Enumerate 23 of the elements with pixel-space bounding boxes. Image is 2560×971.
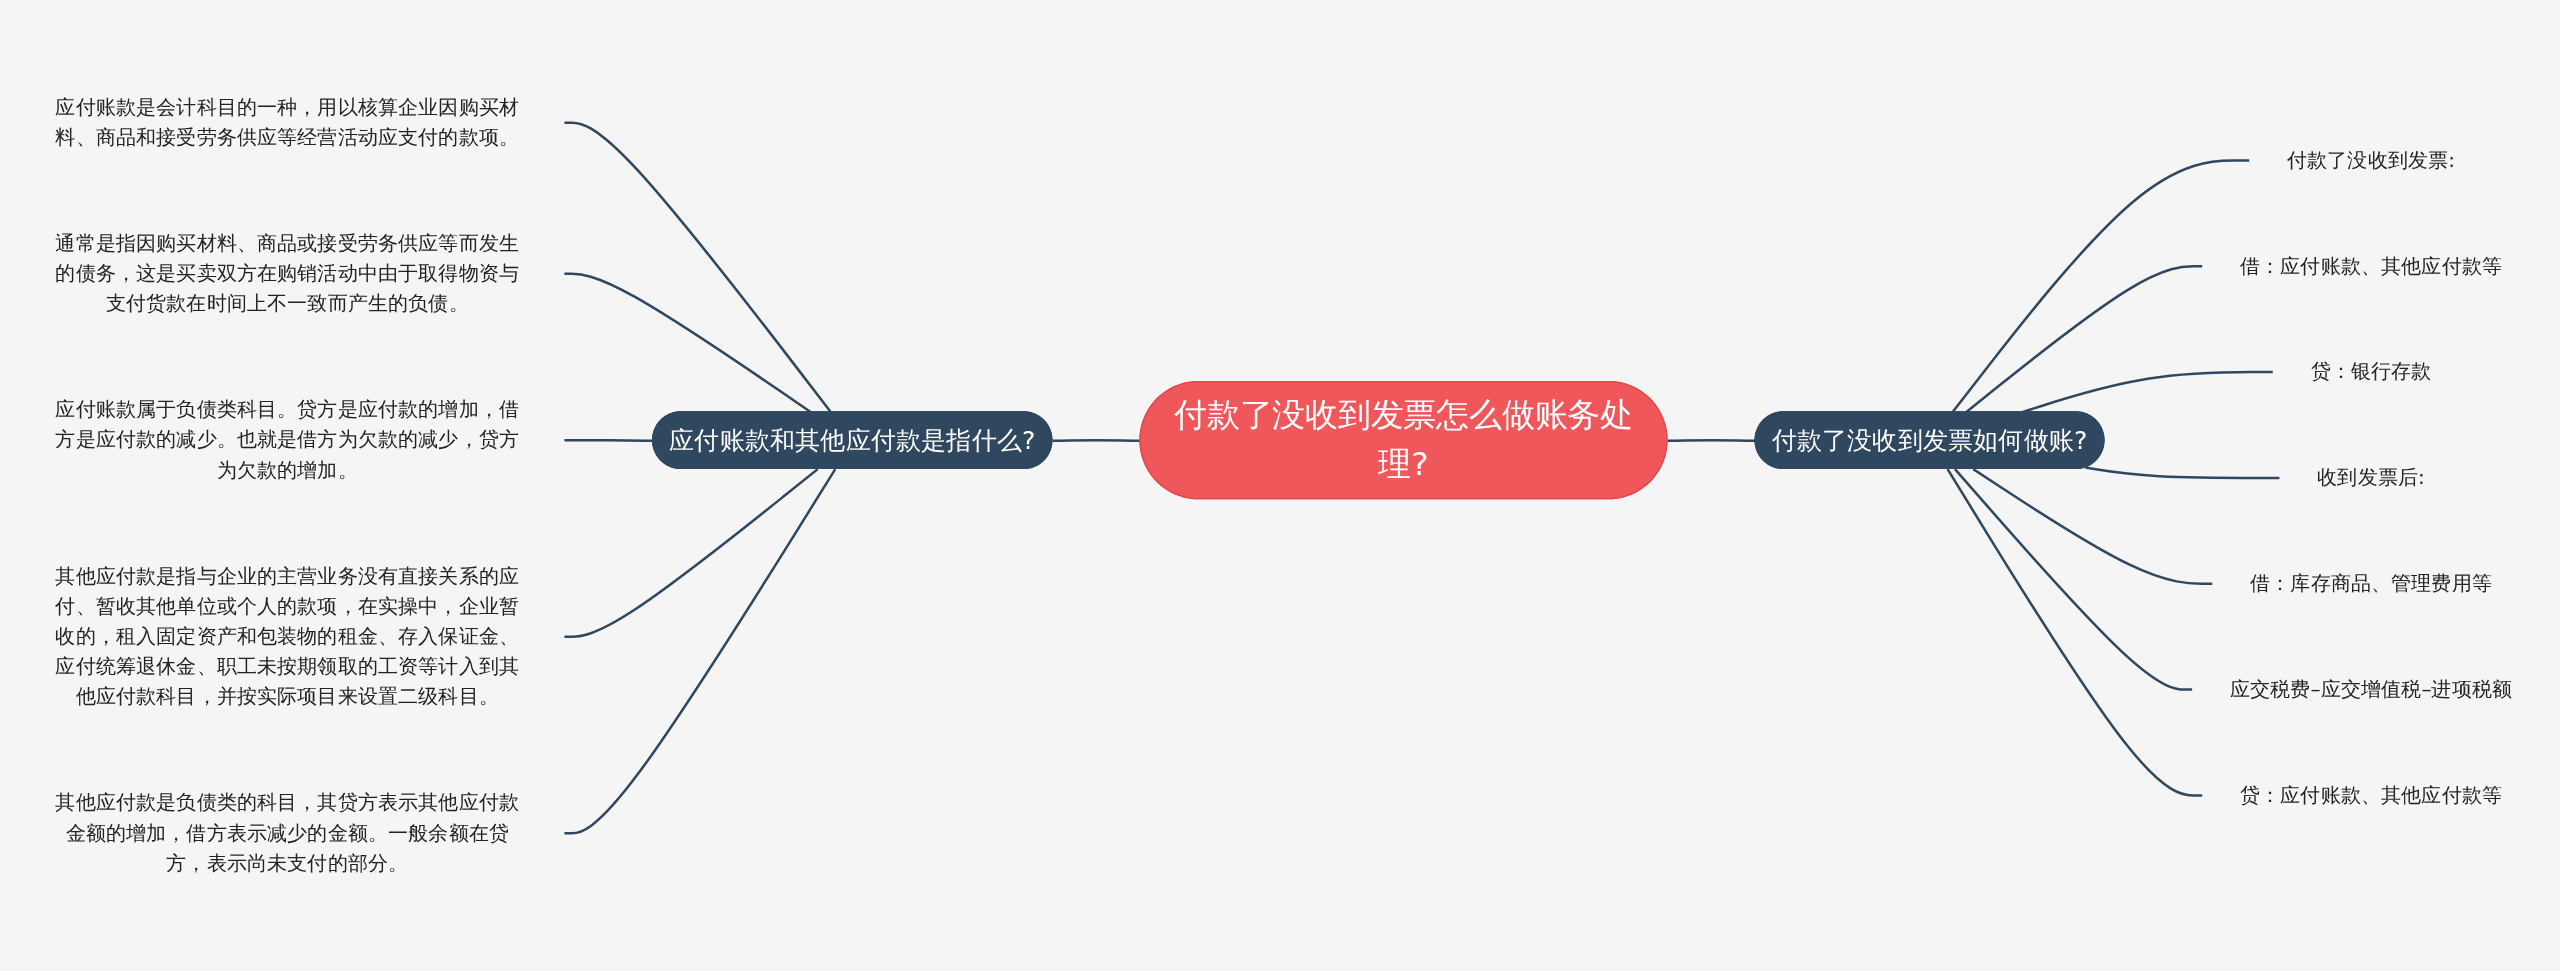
- connector-line: [1954, 468, 2193, 691]
- branch-topic: 应付账款和其他应付款是指什么?: [652, 411, 1053, 470]
- central-topic: 付款了没收到发票怎么做账务处理?: [1139, 380, 1668, 500]
- leaf-text: 付款了没收到发票:: [2287, 147, 2456, 172]
- connector-line: [1052, 439, 1141, 443]
- connector-line: [1972, 468, 2213, 586]
- leaf-text: 借：库存商品、管理费用等: [2250, 571, 2492, 596]
- leaf-text: 其他应付款是指与企业的主营业务没有直接关系的应付、暂收其他单位或个人的款项，在实操中，企业暂收的，租入固定资产和包装物的租金、存入保证金、应付统筹退休金、职工未按期领取的工资等计入到其他应付款科目，并按实际项目来设置二级科目。: [55, 563, 520, 709]
- connector-line: [564, 468, 819, 638]
- leaf-text: 贷：应付账款、其他应付款等: [2240, 782, 2503, 807]
- leaf-text: 贷：银行存款: [2310, 359, 2432, 384]
- connector-line: [564, 468, 837, 835]
- connector-line: [1667, 439, 1756, 443]
- branch-topic: 付款了没收到发票如何做账?: [1754, 411, 2105, 470]
- leaf-text: 其他应付款是负债类的科目，其贷方表示其他应付款金额的增加，借方表示减少的金额。一般余额在贷方，表示尚未支付的部分。: [55, 790, 520, 875]
- connector-line: [1946, 468, 2203, 797]
- leaf-text: 应交税费–应交增值税–进项税额: [2229, 677, 2513, 701]
- leaf-text: 应付账款是会计科目的一种，用以核算企业因购买材料、商品和接受劳务供应等经营活动应支付的款项。: [55, 94, 520, 150]
- leaf-text: 收到发票后:: [2317, 465, 2425, 490]
- leaf-text: 应付账款属于负债类科目。贷方是应付款的增加，借方是应付款的减少。也就是借方为欠款的减少，贷方为欠款的增加。: [55, 397, 520, 482]
- leaf-text: 借：应付账款、其他应付款等: [2240, 253, 2503, 278]
- leaf-text: 通常是指因购买材料、商品或接受劳务供应等而发生的债务，这是买卖双方在购销活动中由于取得物资与支付货款在时间上不一致而产生的负债。: [55, 231, 520, 316]
- connector-line: [2085, 466, 2280, 480]
